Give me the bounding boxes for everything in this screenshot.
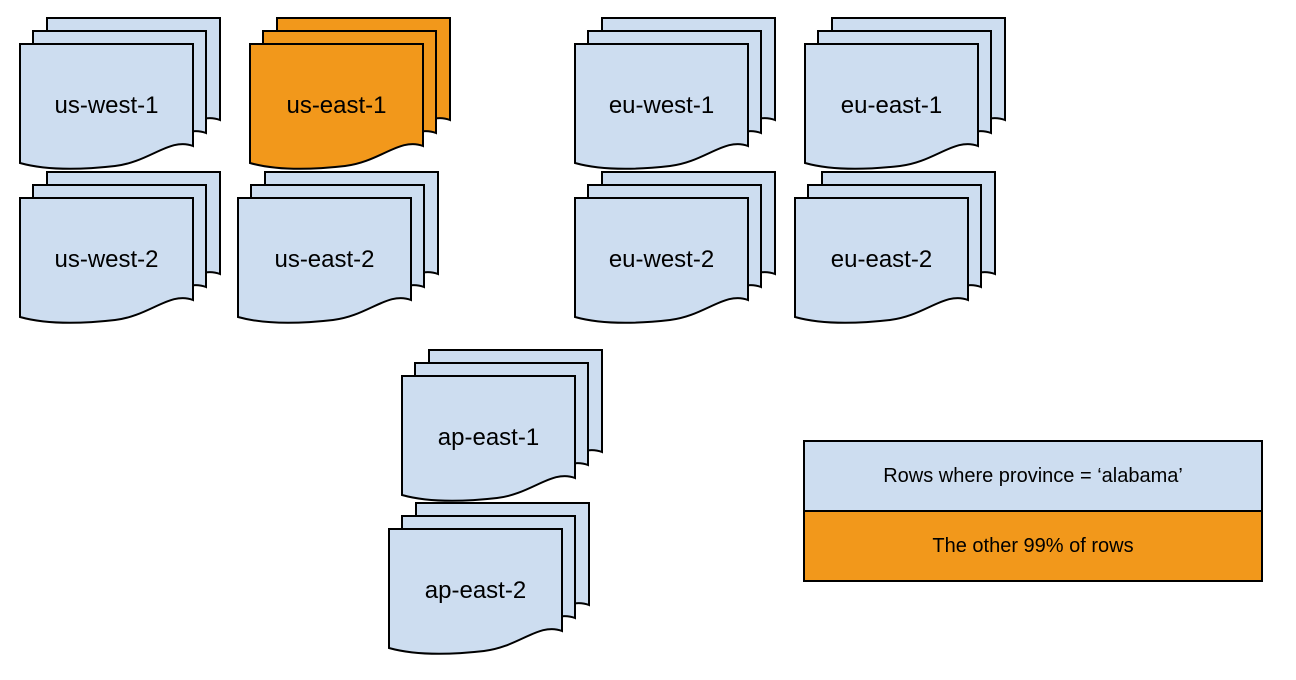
region-label-eu-east-2: eu-east-2 [830,246,933,273]
legend-item-alabama-rows: Rows where province = ‘alabama’ [805,442,1261,512]
stack-us-east-1: us-east-1 [249,17,451,170]
region-label-us-east-2: us-east-2 [274,246,375,273]
stack-us-west-2: us-west-2 [19,171,221,324]
legend-item-other-rows: The other 99% of rows [805,512,1261,580]
stack-us-west-1: us-west-1 [19,17,221,170]
stack-us-east-2: us-east-2 [237,171,439,324]
region-label-us-west-2: us-west-2 [54,246,159,273]
legend-item-other-rows-label: The other 99% of rows [932,534,1134,557]
stack-ap-east-1: ap-east-1 [401,349,603,502]
region-label-eu-west-1: eu-west-1 [608,92,715,119]
stack-ap-east-2: ap-east-2 [388,502,590,655]
legend-item-alabama-rows-label: Rows where province = ‘alabama’ [883,464,1183,487]
stack-eu-east-1: eu-east-1 [804,17,1006,170]
region-label-ap-east-2: ap-east-2 [424,577,527,604]
region-label-eu-east-1: eu-east-1 [840,92,943,119]
legend: Rows where province = ‘alabama’ The othe… [803,440,1263,582]
region-label-eu-west-2: eu-west-2 [608,246,715,273]
stack-eu-east-2: eu-east-2 [794,171,996,324]
stack-eu-west-2: eu-west-2 [574,171,776,324]
stack-eu-west-1: eu-west-1 [574,17,776,170]
region-label-ap-east-1: ap-east-1 [437,424,540,451]
region-label-us-west-1: us-west-1 [54,92,159,119]
region-label-us-east-1: us-east-1 [286,92,387,119]
